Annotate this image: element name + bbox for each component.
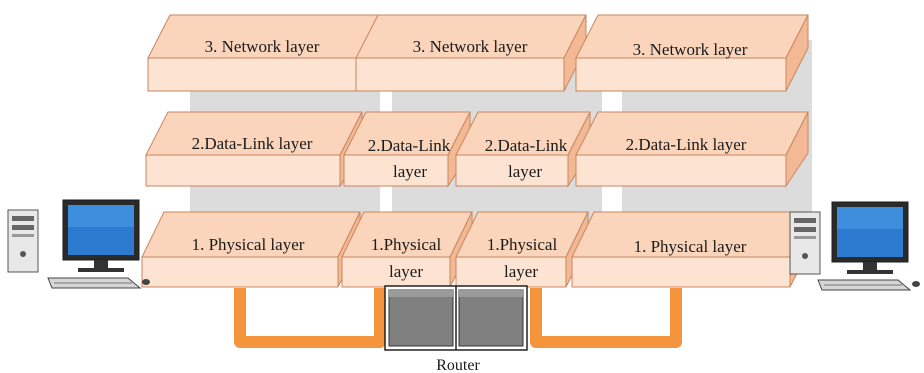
cable-left: [234, 288, 386, 348]
desktop-computer-icon: [789, 201, 920, 291]
physical-layer-label-right: 1. Physical layer: [634, 237, 747, 256]
network-layer-label-left: 3. Network layer: [205, 37, 320, 56]
cable-right: [530, 288, 682, 348]
datalink-layer-box-right: 2.Data-Link layer: [575, 111, 809, 188]
datalink-layer-label-right: 2.Data-Link layer: [626, 135, 747, 154]
router-label: Router: [436, 357, 480, 373]
network-layer-box-left: 3. Network layer: [147, 14, 385, 92]
desktop-computer-icon: [7, 199, 150, 289]
physical-layer-box-left: 1. Physical layer: [141, 211, 361, 288]
physical-layer-label-router-a-line2: layer: [389, 262, 423, 281]
physical-layer-label-left: 1. Physical layer: [192, 235, 305, 254]
physical-layer-box-router-b: 1.Physical layer: [455, 211, 589, 288]
network-layer-label-right: 3. Network layer: [633, 40, 748, 59]
datalink-layer-box-left: 2.Data-Link layer: [145, 111, 363, 188]
datalink-layer-box-router-b: 2.Data-Link layer: [455, 111, 591, 188]
network-layer-box-right: 3. Network layer: [575, 14, 809, 92]
datalink-layer-label-router-b-line1: 2.Data-Link: [485, 136, 568, 155]
physical-layer-label-router-b-line1: 1.Physical: [487, 235, 558, 254]
datalink-layer-label-router-b-line2: layer: [508, 162, 542, 181]
datalink-layer-label-left: 2.Data-Link layer: [192, 134, 313, 153]
datalink-layer-box-router-a: 2.Data-Link layer: [343, 111, 471, 188]
datalink-layer-label-router-a-line1: 2.Data-Link: [368, 136, 451, 155]
datalink-layer-label-router-a-line2: layer: [393, 162, 427, 181]
physical-layer-label-router-a-line1: 1.Physical: [371, 235, 442, 254]
physical-layer-box-right: 1. Physical layer: [571, 211, 813, 288]
cables: [234, 288, 682, 348]
network-layer-box-middle: 3. Network layer: [355, 14, 587, 92]
router-icon: [384, 285, 528, 351]
physical-layer-label-router-b-line2: layer: [504, 262, 538, 281]
physical-layer-box-router-a: 1.Physical layer: [341, 211, 473, 288]
network-layer-label-middle: 3. Network layer: [413, 37, 528, 56]
